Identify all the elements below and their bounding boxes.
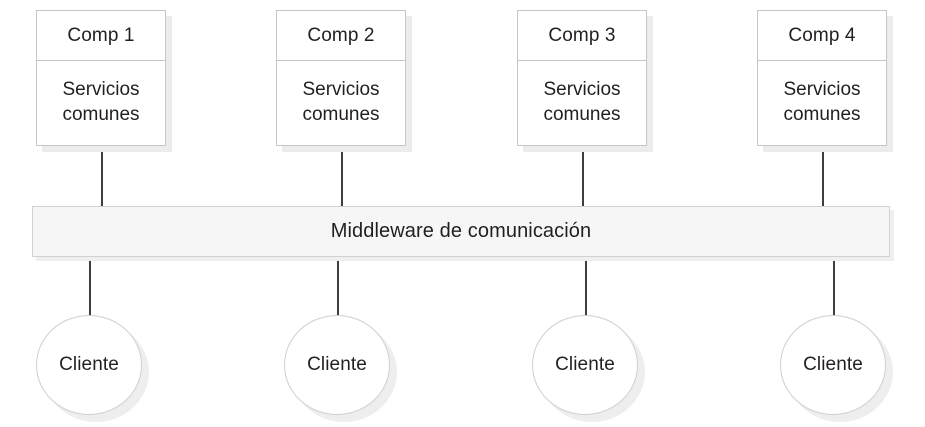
component-4-header: Comp 4 [758, 11, 886, 61]
component-2-title: Comp 2 [307, 24, 375, 46]
client-1-label: Cliente [59, 354, 119, 375]
component-2-body-line-1: Servicios [302, 78, 380, 100]
middleware-label: Middleware de comunicación [330, 220, 592, 242]
component-1-header: Comp 1 [37, 11, 165, 61]
client-node-1: Cliente [36, 315, 142, 415]
component-box-4: Comp 4 Servicios comunes [757, 10, 887, 146]
component-4-body-line-1: Servicios [783, 78, 861, 100]
component-2-body: Servicios comunes [277, 61, 405, 145]
client-2-label: Cliente [307, 354, 367, 375]
connector-comp2-to-middleware [341, 146, 343, 207]
client-node-2: Cliente [284, 315, 390, 415]
component-4-body-line-2: comunes [783, 104, 861, 125]
middleware-bar: Middleware de comunicación [32, 206, 890, 257]
client-node-3: Cliente [532, 315, 638, 415]
component-box-2: Comp 2 Servicios comunes [276, 10, 406, 146]
component-3-body-line-2: comunes [543, 104, 621, 125]
component-4-title: Comp 4 [788, 24, 856, 46]
component-1-title: Comp 1 [67, 24, 135, 46]
connector-middleware-to-client1 [89, 257, 91, 318]
connector-middleware-to-client3 [585, 257, 587, 318]
connector-comp3-to-middleware [582, 146, 584, 207]
component-1-body-line-1: Servicios [62, 78, 140, 100]
component-1-body-line-2: comunes [62, 104, 140, 125]
connector-comp4-to-middleware [822, 146, 824, 207]
connector-middleware-to-client4 [833, 257, 835, 318]
client-node-4: Cliente [780, 315, 886, 415]
component-3-header: Comp 3 [518, 11, 646, 61]
connector-middleware-to-client2 [337, 257, 339, 318]
component-1-body: Servicios comunes [37, 61, 165, 145]
component-4-body: Servicios comunes [758, 61, 886, 145]
component-2-header: Comp 2 [277, 11, 405, 61]
connector-comp1-to-middleware [101, 146, 103, 207]
component-2-body-line-2: comunes [302, 104, 380, 125]
component-3-body: Servicios comunes [518, 61, 646, 145]
component-box-1: Comp 1 Servicios comunes [36, 10, 166, 146]
component-box-3: Comp 3 Servicios comunes [517, 10, 647, 146]
component-3-body-line-1: Servicios [543, 78, 621, 100]
client-4-label: Cliente [803, 354, 863, 375]
component-3-title: Comp 3 [548, 24, 616, 46]
client-3-label: Cliente [555, 354, 615, 375]
